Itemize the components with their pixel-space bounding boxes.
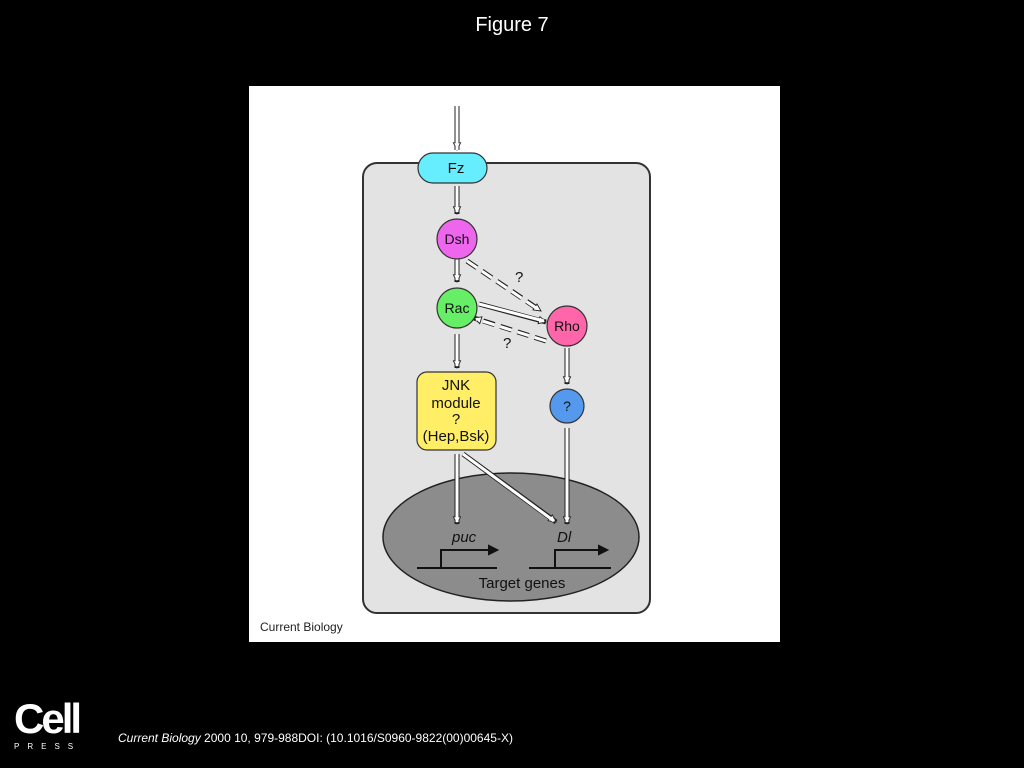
node-rho [546, 305, 588, 347]
jnk-label-line1: JNK [442, 377, 470, 394]
slide-title: Figure 7 [475, 14, 549, 36]
citation: Current Biology 2000 10, 979-988DOI: (10… [118, 731, 513, 745]
jnk-label-line3: ? [452, 411, 460, 428]
node-rac [436, 287, 478, 329]
node-unknown [549, 388, 585, 424]
gene-dl-label: Dl [557, 529, 572, 546]
jnk-label-line2: module [431, 395, 480, 412]
question-mark-rho-rac: ? [503, 335, 511, 352]
figure-panel: ? ? Fz Dsh Rac Rho ? JNK module ? (Hep,B… [249, 86, 780, 642]
cell-press-logo: Cell PRESS [14, 695, 84, 752]
node-jnk-module [416, 371, 497, 451]
logo-subtext: PRESS [14, 742, 82, 751]
target-genes-label: Target genes [479, 575, 566, 592]
node-rac-label: Rac [445, 300, 470, 316]
question-mark-dsh-rho: ? [515, 269, 523, 286]
promoter-arrow-dl [529, 549, 611, 569]
jnk-label-line4: (Hep,Bsk) [423, 428, 490, 445]
pathway-diagram: ? ? Fz Dsh Rac Rho ? JNK module ? (Hep,B… [362, 106, 651, 614]
logo-wordmark: Cell [14, 695, 82, 742]
citation-details: 2000 10, 979-988DOI: (10.1016/S0960-9822… [200, 731, 513, 745]
gene-puc-label: puc [451, 529, 477, 546]
node-unknown-label: ? [563, 398, 571, 414]
promoter-arrow-puc [417, 549, 497, 569]
node-dsh [436, 218, 478, 260]
citation-journal: Current Biology [118, 731, 201, 745]
node-rho-label: Rho [554, 318, 580, 334]
figure-credit: Current Biology [260, 620, 343, 634]
node-fz [417, 152, 488, 184]
node-dsh-label: Dsh [445, 231, 470, 247]
node-fz-label: Fz [448, 160, 465, 177]
